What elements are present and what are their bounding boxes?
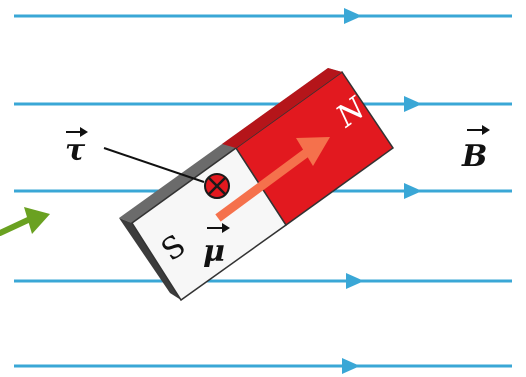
pointer-arrow-icon: [0, 207, 50, 234]
field-arrowhead-icon: [404, 183, 422, 199]
field-line-4: [14, 273, 512, 289]
field-arrowhead-icon: [342, 358, 360, 374]
field-line-2: [14, 96, 512, 112]
vector-arrowhead-icon: [482, 125, 490, 135]
torque-symbol-text: τ: [65, 133, 86, 168]
field-arrowhead-icon: [344, 8, 362, 24]
field-label: B: [461, 125, 490, 174]
field-symbol-text: B: [461, 139, 487, 174]
field-arrowhead-icon: [404, 96, 422, 112]
torque-label: τ: [65, 127, 88, 168]
moment-symbol-text: μ: [203, 234, 225, 269]
field-arrowhead-icon: [346, 273, 364, 289]
torque-leader-line: [104, 148, 204, 182]
field-line-1: [14, 8, 512, 24]
field-line-5: [14, 358, 512, 374]
torque-into-page-icon: [205, 174, 229, 198]
